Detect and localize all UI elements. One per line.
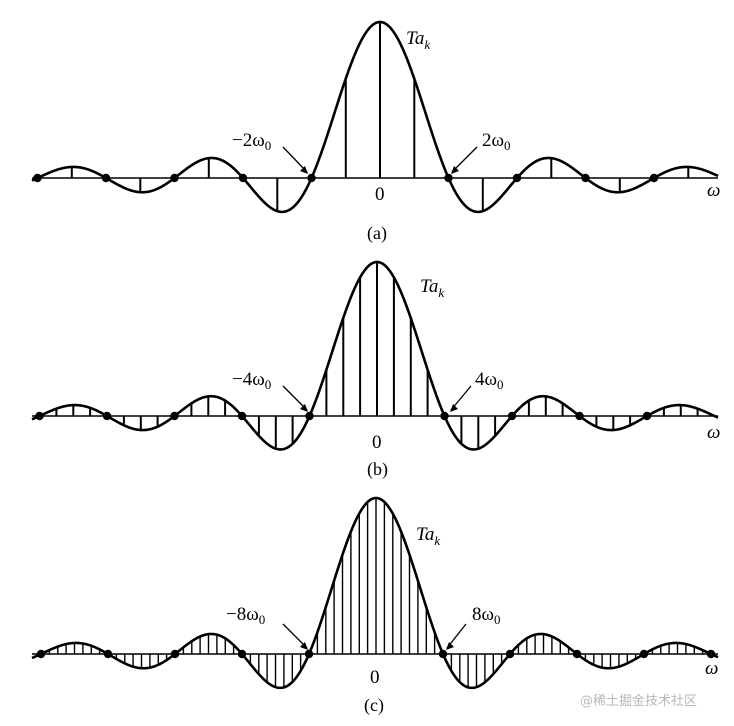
left-zero-label: −2ω0 <box>232 130 271 153</box>
zero-crossing-dot <box>238 173 248 183</box>
zero-crossing-dot <box>581 173 590 183</box>
zero-crossing-dot <box>438 649 448 659</box>
left-zero-label: −4ω0 <box>232 369 271 392</box>
zero-crossing-dot <box>237 649 247 659</box>
zero-crossing-dot <box>101 173 111 183</box>
zero-crossing-dot <box>170 173 179 183</box>
right-zero-arrowhead <box>450 404 458 412</box>
zero-crossing-dot <box>706 649 716 659</box>
zero-crossing-dot <box>639 649 649 659</box>
panel-caption: (c) <box>364 695 384 716</box>
omega-axis-label: ω <box>707 422 720 443</box>
origin-label: 0 <box>370 667 380 688</box>
sinc-envelope-curve <box>31 20 719 214</box>
zero-crossing-dot <box>575 411 584 421</box>
zero-crossing-dot <box>649 173 659 183</box>
right-zero-label: 8ω0 <box>472 604 501 627</box>
zero-crossing-dot <box>103 649 113 659</box>
zero-crossing-dot <box>33 173 42 183</box>
zero-crossing-dots <box>36 649 716 659</box>
zero-crossing-dot <box>305 411 314 421</box>
panel-caption: (b) <box>367 459 388 480</box>
zero-crossing-dot <box>102 411 112 421</box>
panel-a: Tak −2ω0 2ω0 0 ω (a) <box>31 20 720 244</box>
zero-crossing-dot <box>642 411 652 421</box>
sinc-envelope-curve <box>31 496 719 690</box>
zero-crossing-dot <box>507 411 517 421</box>
panel-b: Tak −4ω0 4ω0 0 ω (b) <box>31 260 720 480</box>
zero-crossing-dots <box>35 411 652 421</box>
sinc-envelope-curve <box>31 260 719 451</box>
zero-crossing-dot <box>307 173 316 183</box>
left-zero-arrow <box>282 146 308 173</box>
zero-crossing-dot <box>505 649 515 659</box>
left-zero-arrowhead <box>300 166 308 174</box>
zero-crossing-dot <box>444 173 453 183</box>
right-zero-arrowhead <box>446 642 454 650</box>
omega-axis-label: ω <box>705 658 718 679</box>
zero-crossing-dot <box>304 649 314 659</box>
curve-label: Tak <box>416 524 440 548</box>
sample-lines <box>70 22 690 212</box>
left-zero-label: −8ω0 <box>226 604 265 627</box>
zero-crossing-dot <box>512 173 522 183</box>
zero-crossing-dot <box>440 411 449 421</box>
sample-lines <box>48 498 704 688</box>
watermark-text: @稀土掘金技术社区 <box>580 694 698 709</box>
curve-label: Tak <box>406 28 430 52</box>
zero-crossing-dots <box>33 173 659 183</box>
zero-crossing-dot <box>170 411 179 421</box>
omega-axis-label: ω <box>707 180 720 201</box>
panel-caption: (a) <box>367 223 387 244</box>
sample-lines <box>55 262 699 449</box>
zero-crossing-dot <box>36 649 46 659</box>
curve-label: Tak <box>420 276 444 300</box>
zero-crossing-dot <box>237 411 247 421</box>
right-zero-label: 4ω0 <box>475 369 504 392</box>
right-zero-arrow <box>451 146 478 173</box>
right-zero-label: 2ω0 <box>482 130 511 153</box>
zero-crossing-dot <box>35 411 44 421</box>
left-zero-arrowhead <box>300 404 308 412</box>
right-zero-arrowhead <box>451 166 459 174</box>
zero-crossing-dot <box>170 649 180 659</box>
left-zero-arrowhead <box>300 642 308 650</box>
origin-label: 0 <box>372 432 382 453</box>
zero-crossing-dot <box>572 649 582 659</box>
origin-label: 0 <box>375 184 385 205</box>
panel-c: Tak −8ω0 8ω0 0 ω (c) <box>31 496 719 716</box>
